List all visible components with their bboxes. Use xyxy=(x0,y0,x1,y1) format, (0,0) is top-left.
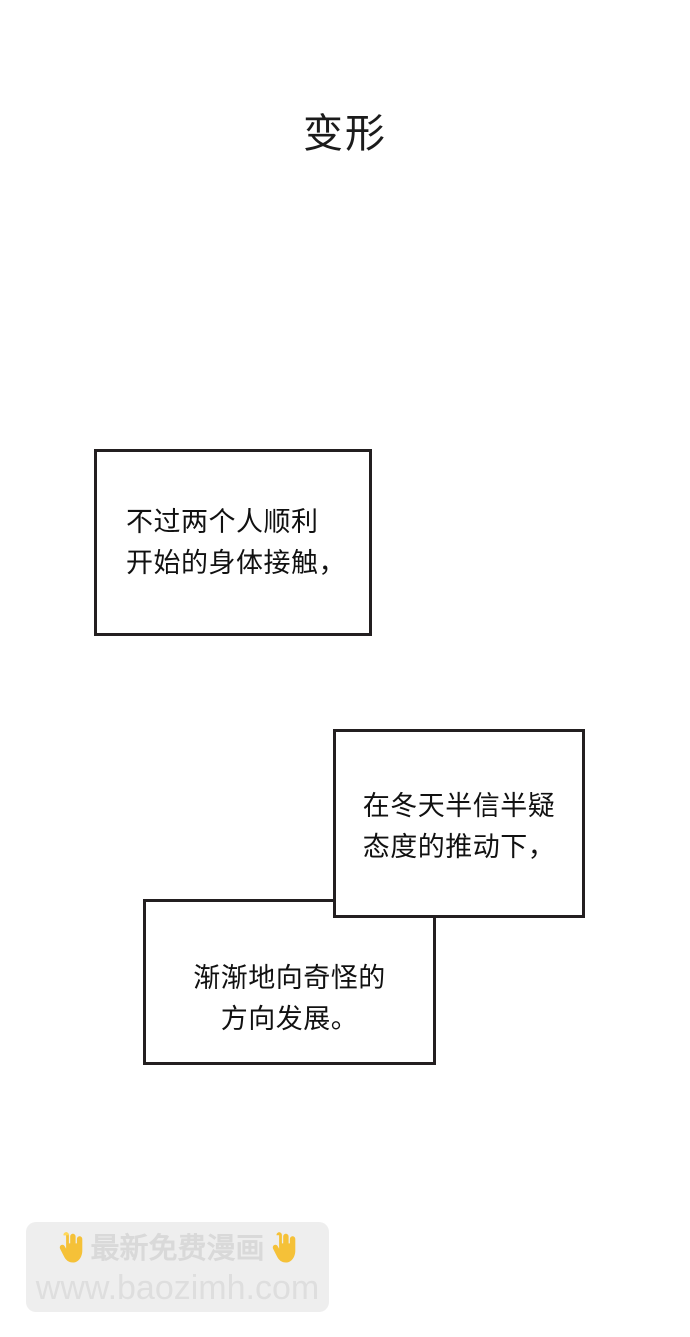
caption-box-3: 渐渐地向奇怪的 方向发展。 xyxy=(143,899,436,1065)
caption-box-2: 在冬天半信半疑 态度的推动下， xyxy=(333,729,585,918)
site-watermark[interactable]: 最新免费漫画 www.baozimh.com xyxy=(26,1222,329,1312)
caption-text-3: 渐渐地向奇怪的 方向发展。 xyxy=(193,963,386,1035)
watermark-url-text: www.baozimh.com xyxy=(35,1269,320,1307)
pointing-down-hand-icon-right xyxy=(269,1232,299,1264)
pointing-down-hand-icon-left xyxy=(56,1232,86,1264)
caption-box-1: 不过两个人顺利 开始的身体接触， xyxy=(94,449,372,636)
caption-text-1: 不过两个人顺利 开始的身体接触， xyxy=(126,506,346,579)
watermark-top-line: 最新免费漫画 xyxy=(56,1227,298,1269)
caption-text-2: 在冬天半信半疑 态度的推动下， xyxy=(362,791,556,863)
watermark-chinese-text: 最新免费漫画 xyxy=(90,1231,265,1265)
page-title: 变形 xyxy=(303,111,387,157)
